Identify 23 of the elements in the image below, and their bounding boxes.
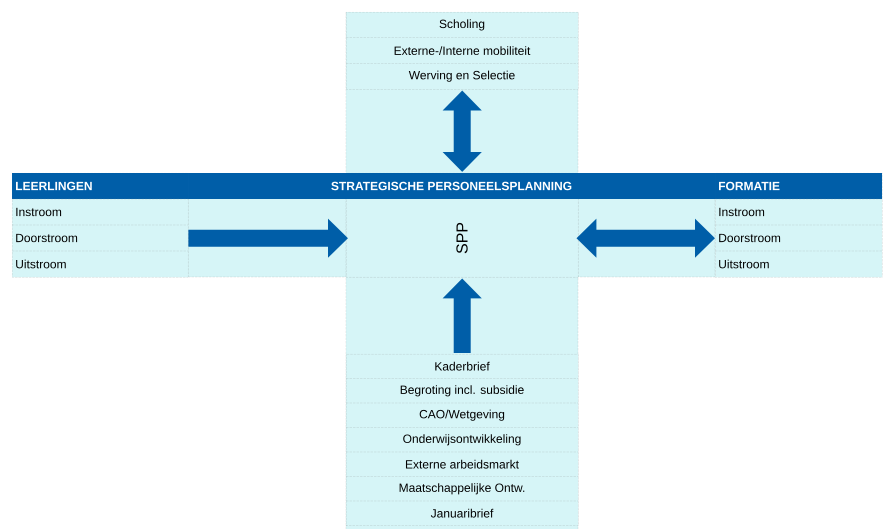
column-heading: FORMATIE: [719, 182, 780, 190]
column-heading: LEERLINGEN: [16, 182, 92, 190]
list-table: [346, 12, 578, 90]
table-cell: Externe-/Interne mobiliteit: [394, 46, 530, 55]
table-cell: Scholing: [440, 19, 484, 30]
table-cell: Instroom: [719, 208, 764, 216]
table-cell: Uitstroom: [16, 260, 66, 268]
table-cell: Externe arbeidsmarkt: [406, 460, 519, 469]
table-cell: Uitstroom: [719, 260, 769, 268]
center-label: SPP: [456, 222, 468, 254]
table-cell: Maatschappelijke Ontw.: [400, 483, 524, 494]
table-cell: Doorstroom: [16, 234, 78, 242]
list-table: [346, 354, 578, 526]
table-cell: Begroting incl. subsidie: [400, 385, 524, 396]
table-cell: Werving en Selectie: [408, 70, 515, 82]
table-cell: Instroom: [16, 208, 62, 216]
list-table: [12, 173, 188, 278]
table-cell: Onderwijsontwikkeling: [403, 434, 521, 446]
table-cell: Kaderbrief: [435, 362, 490, 371]
table-cell: Januaribrief: [430, 508, 494, 518]
table-cell: Doorstroom: [719, 234, 780, 242]
list-table: [714, 173, 882, 278]
table-cell: CAO/Wetgeving: [420, 410, 504, 421]
